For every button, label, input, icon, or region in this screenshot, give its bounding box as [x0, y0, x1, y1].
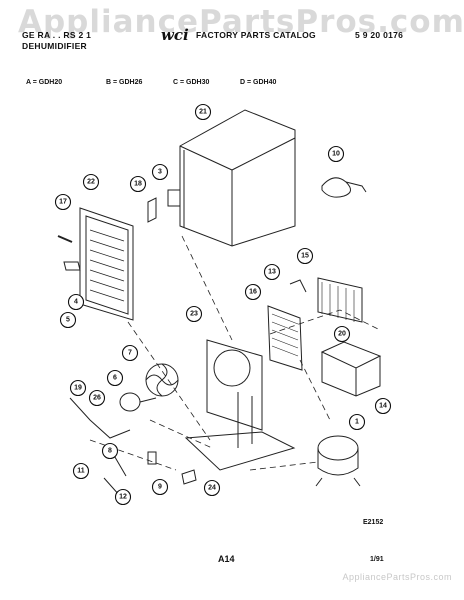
callout-1: 1: [348, 413, 366, 431]
svg-text:8: 8: [108, 448, 112, 455]
svg-text:12: 12: [119, 494, 127, 501]
callout-22: 22: [82, 173, 100, 191]
svg-text:6: 6: [113, 375, 117, 382]
svg-text:21: 21: [199, 109, 207, 116]
watermark-small: AppliancePartsPros.com: [342, 572, 452, 582]
svg-text:17: 17: [59, 199, 67, 206]
callout-12: 12: [114, 488, 132, 506]
alignment-lines: [89, 235, 381, 471]
callout-21: 21: [194, 103, 212, 121]
callout-10: 10: [327, 145, 345, 163]
callout-13: 13: [263, 263, 281, 281]
callout-6: 6: [106, 369, 124, 387]
svg-text:10: 10: [332, 151, 340, 158]
header-catalog-number: 5 9 20 0176: [355, 30, 404, 40]
header-product-type: DEHUMIDIFIER: [22, 41, 87, 51]
evaporator-coil-drawing: [267, 305, 303, 371]
svg-text:19: 19: [74, 385, 82, 392]
callout-17: 17: [54, 193, 72, 211]
svg-text:1: 1: [355, 419, 359, 426]
svg-text:9: 9: [158, 484, 162, 491]
svg-text:4: 4: [74, 299, 78, 306]
model-legend-d: D = GDH40: [240, 79, 277, 86]
callout-15: 15: [296, 247, 314, 265]
svg-text:26: 26: [93, 395, 101, 402]
callout-14: 14: [374, 397, 392, 415]
svg-text:24: 24: [208, 485, 216, 492]
callout-16: 16: [244, 283, 262, 301]
callout-3: 3: [151, 163, 169, 181]
model-legend-c: C = GDH30: [173, 79, 210, 86]
svg-text:16: 16: [249, 289, 257, 296]
callout-20: 20: [333, 325, 351, 343]
cabinet-drawing: [179, 109, 296, 247]
front-grille-drawing: [79, 207, 134, 321]
callout-8: 8: [101, 442, 119, 460]
callout-11: 11: [72, 462, 90, 480]
svg-text:3: 3: [158, 169, 162, 176]
callout-9: 9: [151, 478, 169, 496]
figure-code: E2152: [363, 519, 384, 526]
header-model-line: GE RA . . RS 2 1: [22, 30, 92, 40]
callout-4: 4: [67, 293, 85, 311]
svg-text:15: 15: [301, 253, 309, 260]
callout-5: 5: [59, 311, 77, 329]
wci-logo: wci: [161, 26, 189, 44]
model-legend-a: A = GDH20: [26, 79, 63, 86]
page-number: A14: [218, 554, 235, 564]
compressor-drawing: [315, 435, 361, 487]
model-legend-b: B = GDH26: [106, 79, 143, 86]
callout-18: 18: [129, 175, 147, 193]
callout-26: 26: [88, 389, 106, 407]
callout-24: 24: [203, 479, 221, 497]
svg-text:11: 11: [77, 468, 85, 475]
revision-date: 1/91: [370, 556, 384, 563]
svg-text:13: 13: [268, 269, 276, 276]
fan-motor-drawing: [119, 392, 157, 412]
svg-text:5: 5: [66, 317, 70, 324]
svg-text:22: 22: [87, 179, 95, 186]
svg-text:18: 18: [134, 181, 142, 188]
header-catalog-title: FACTORY PARTS CATALOG: [196, 30, 316, 40]
callout-23: 23: [185, 305, 203, 323]
base-frame-drawing: [184, 339, 296, 471]
svg-text:7: 7: [128, 350, 132, 357]
svg-text:14: 14: [379, 403, 387, 410]
svg-text:20: 20: [338, 331, 346, 338]
fan-blade-drawing: [145, 363, 179, 397]
callout-7: 7: [121, 344, 139, 362]
callout-19: 19: [69, 379, 87, 397]
watermark: AppliancePartsPros.com: [18, 4, 464, 40]
bucket-drawing: [320, 341, 382, 397]
condenser-coil-drawing: [317, 277, 363, 323]
power-cord-drawing: [321, 177, 367, 198]
svg-text:23: 23: [190, 311, 198, 318]
